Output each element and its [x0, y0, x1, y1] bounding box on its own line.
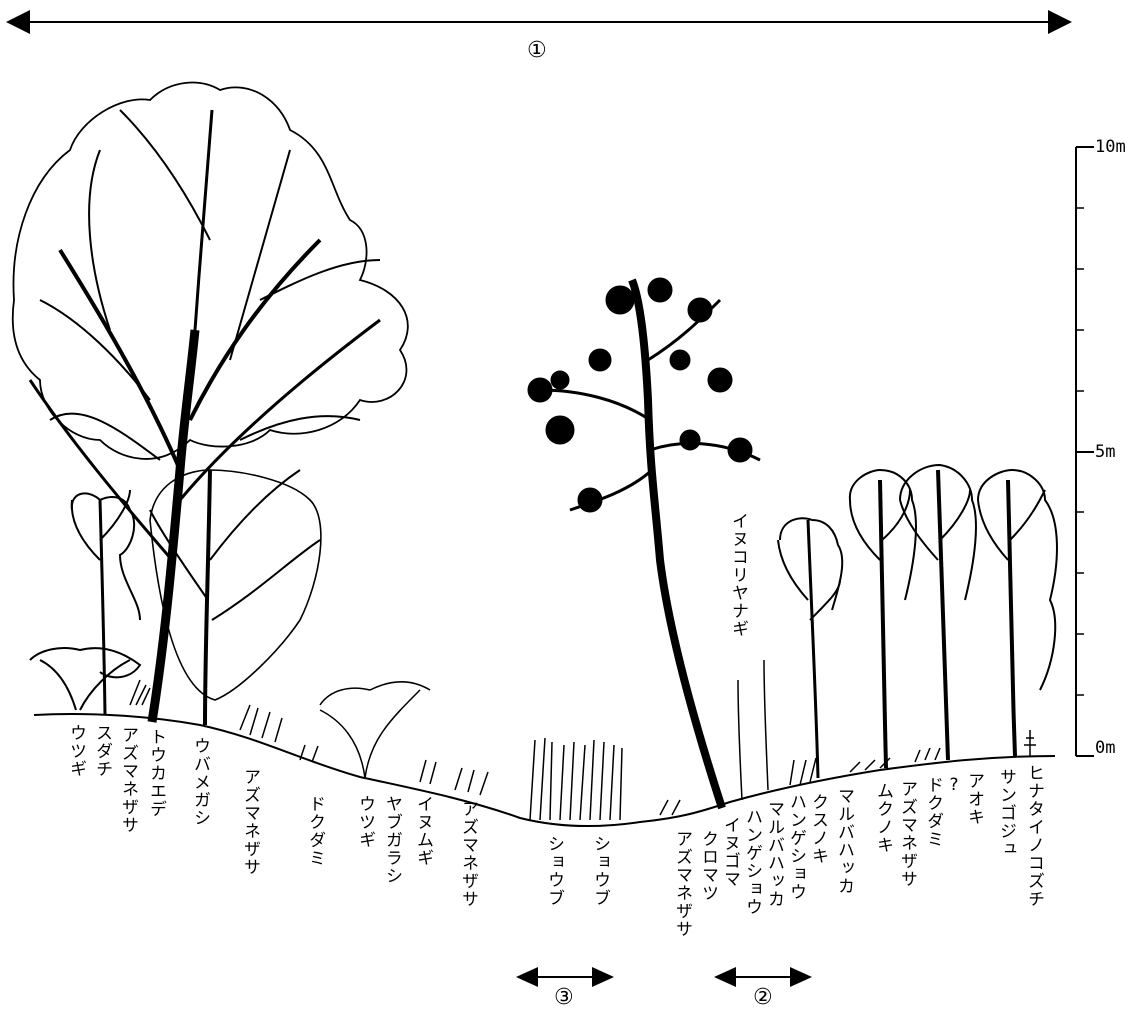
scale-label-0m: 0m — [1095, 738, 1115, 758]
label-inumugi: イヌムギ — [413, 795, 433, 867]
scale-label-5m: 5m — [1095, 442, 1115, 462]
label-marubahakka-1: マルバハッカ — [764, 800, 784, 908]
label-kusunoki: クスノキ — [808, 793, 828, 865]
label-inugoma: イヌゴマ — [720, 816, 740, 888]
label-dokudami-2: ドクダミ — [923, 776, 943, 848]
label-hangeshou-2: ハンゲショウ — [786, 793, 806, 901]
label-azumanezasa-5: アズマネザサ — [897, 780, 917, 888]
label-azumanezasa-4: アズマネザサ — [672, 830, 692, 938]
label-shoubu-1: ショウブ — [544, 835, 564, 907]
label-utsugi-2: ウツギ — [355, 795, 375, 849]
label-unknown: ? — [944, 775, 964, 796]
pine-tree — [528, 278, 760, 808]
scale-label-10m: 10m — [1095, 137, 1126, 157]
label-inukoriyanagi: イヌコリヤナギ — [728, 512, 748, 638]
marker-2: ② — [753, 985, 773, 1010]
trees-right — [778, 465, 1057, 778]
label-ubamegashi: ウバメガシ — [190, 737, 210, 827]
large-tree-left — [13, 83, 408, 722]
label-azumanezasa-1: アズマネザサ — [118, 726, 138, 834]
height-scale — [1076, 147, 1094, 756]
label-azumanezasa-3: アズマネザサ — [458, 800, 478, 908]
label-dokudami-1: ドクダミ — [305, 795, 325, 867]
span-arrow-2 — [714, 967, 812, 987]
label-azumanezasa-2: アズマネザサ — [240, 768, 260, 876]
label-kuromatsu: クロマツ — [698, 830, 718, 902]
label-yabugarashi: ヤブガラシ — [382, 795, 402, 885]
label-shoubu-2: ショウブ — [590, 835, 610, 907]
label-hinatainokozuchi: ヒナタイノコズチ — [1024, 764, 1044, 908]
label-toukaede: トウカエデ — [146, 728, 166, 818]
label-aoki: アオキ — [964, 772, 984, 826]
label-mukunoki: ムクノキ — [873, 782, 893, 854]
marker-3: ③ — [554, 985, 574, 1010]
span-arrow-3 — [516, 967, 614, 987]
label-marubahakka-2: マルバハッカ — [834, 787, 854, 895]
span-arrow-1 — [6, 10, 1072, 34]
label-sudachi: スダチ — [92, 724, 112, 778]
label-utsugi-1: ウツギ — [66, 724, 86, 778]
small-trees-left — [30, 490, 140, 715]
marker-1: ① — [527, 38, 547, 63]
label-sangoju: サンゴジュ — [996, 768, 1016, 858]
label-hangeshou-1: ハンゲショウ — [742, 808, 762, 916]
